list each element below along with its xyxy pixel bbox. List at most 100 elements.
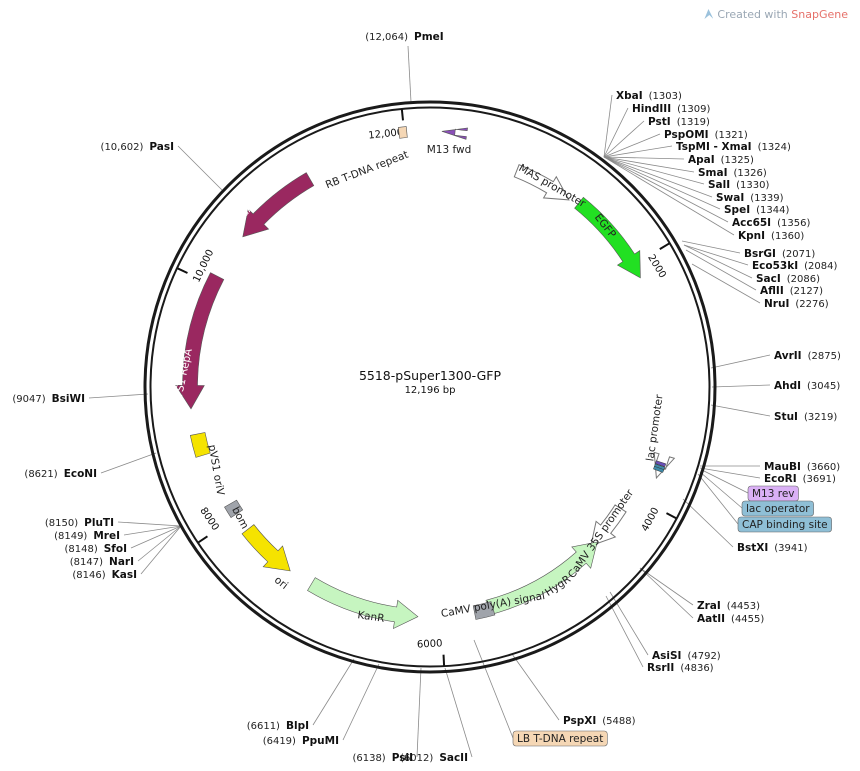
site-position: (8149) bbox=[54, 531, 87, 542]
site-leader-line bbox=[117, 521, 182, 527]
site-sfoi[interactable]: SfoI (8148) bbox=[64, 543, 127, 555]
site-position: (6611) bbox=[247, 721, 280, 732]
site-bsrgi[interactable]: BsrGI(2071) bbox=[744, 248, 815, 260]
tag-box bbox=[737, 516, 832, 533]
pvs1-repa-feature[interactable] bbox=[175, 272, 225, 410]
site-avrii[interactable]: AvrII(2875) bbox=[774, 350, 841, 362]
tick-mark bbox=[400, 109, 404, 121]
site-nari[interactable]: NarI(8147) bbox=[70, 556, 134, 568]
credit-prefix: Created with bbox=[717, 8, 792, 21]
site-blpi[interactable]: BlpI(6611) bbox=[247, 720, 309, 732]
cap-binding-site-tag[interactable]: CAP binding site bbox=[737, 516, 832, 533]
site-pmei[interactable]: (12,064)PmeI bbox=[365, 31, 443, 43]
tag-leader-line bbox=[699, 471, 743, 509]
lb-t-dna-repeat-tag[interactable]: LB T-DNA repeat bbox=[512, 730, 608, 747]
site-econi[interactable]: EcoNI (8621) bbox=[24, 468, 97, 480]
tag-leader-line bbox=[697, 473, 739, 525]
snapgene-credit: Created with SnapGene bbox=[704, 8, 848, 21]
site-kasi[interactable]: KasI(8146) bbox=[72, 569, 137, 581]
site-tspmi-xmai[interactable]: TspMI - XmaI(1324) bbox=[676, 141, 791, 153]
site-smai[interactable]: SmaI(1326) bbox=[698, 167, 767, 179]
site-leader-line bbox=[416, 667, 422, 758]
site-pluti[interactable]: PluTI(8150) bbox=[45, 517, 114, 529]
site-aatii[interactable]: AatII(4455) bbox=[697, 613, 764, 625]
site-eco53ki[interactable]: Eco53kI(2084) bbox=[752, 260, 837, 272]
site-name: PpuMI bbox=[302, 735, 339, 747]
site-nrui[interactable]: NruI(2276) bbox=[764, 298, 829, 310]
site-name: PspXI bbox=[563, 715, 596, 727]
site-pspxi[interactable]: PspXI(5488) bbox=[563, 715, 636, 727]
site-position: (1319) bbox=[677, 117, 710, 128]
plasmid-size: 12,196 bp bbox=[405, 385, 456, 396]
site-rsrii[interactable]: RsrII(4836) bbox=[647, 662, 714, 674]
site-name: HindIII bbox=[632, 103, 671, 115]
site-psti[interactable]: PstI(1319) bbox=[648, 116, 710, 128]
site-psii[interactable]: PsiI(6138) bbox=[352, 752, 413, 764]
camv-35s-promoter-label: CaMV 35S promoter bbox=[566, 487, 637, 581]
site-pasi[interactable]: PasI(10,602) bbox=[101, 141, 174, 153]
site-sacii[interactable]: SacII(6012) bbox=[400, 752, 468, 764]
site-position: (1330) bbox=[736, 180, 769, 191]
site-mrei[interactable]: MreI (8149) bbox=[54, 530, 120, 542]
rb-t-dna-repeat-feature[interactable] bbox=[397, 126, 408, 139]
site-position: (1339) bbox=[750, 193, 783, 204]
site-name: EcoNI bbox=[64, 468, 97, 480]
site-zrai[interactable]: ZraI(4453) bbox=[697, 600, 760, 612]
site-saci[interactable]: SacI(2086) bbox=[756, 273, 820, 285]
site-pspomi[interactable]: PspOMI(1321) bbox=[664, 129, 748, 141]
site-acc65i[interactable]: Acc65I(1356) bbox=[732, 217, 810, 229]
hygr-feature[interactable] bbox=[485, 541, 598, 616]
site-name: SacI bbox=[756, 273, 781, 285]
site-name: NarI bbox=[109, 556, 134, 568]
site-maubi[interactable]: MauBI(3660) bbox=[764, 461, 840, 473]
site-leader-line bbox=[603, 156, 729, 223]
site-leader-line bbox=[603, 156, 695, 173]
site-name: MreI bbox=[93, 530, 120, 542]
site-ahdi[interactable]: AhdI(3045) bbox=[774, 380, 840, 392]
site-leader-line bbox=[682, 498, 734, 548]
site-sali[interactable]: SalI(1330) bbox=[708, 179, 770, 191]
site-name: AatII bbox=[697, 613, 725, 625]
site-xbai[interactable]: XbaI(1303) bbox=[616, 90, 682, 102]
site-stui[interactable]: StuI(3219) bbox=[774, 411, 837, 423]
site-name: ZraI bbox=[697, 600, 721, 612]
site-aflii[interactable]: AflII(2127) bbox=[760, 285, 823, 297]
site-position: (8621) bbox=[24, 469, 57, 480]
site-hindiii[interactable]: HindIII(1309) bbox=[632, 103, 710, 115]
m13-fwd-feature[interactable] bbox=[441, 127, 468, 140]
mas-promoter-feature[interactable] bbox=[513, 164, 570, 201]
site-position: (1324) bbox=[758, 142, 791, 153]
site-name: SwaI bbox=[716, 192, 744, 204]
site-bstxi[interactable]: BstXI(3941) bbox=[737, 542, 808, 554]
pvs1-oriv-feature[interactable] bbox=[189, 432, 211, 458]
site-leader-lines bbox=[88, 45, 771, 758]
m13-rev-tag[interactable]: M13 rev bbox=[747, 485, 799, 502]
site-ecori[interactable]: EcoRI(3691) bbox=[764, 473, 836, 485]
site-position: (8148) bbox=[64, 544, 97, 555]
site-kpni[interactable]: KpnI(1360) bbox=[738, 230, 804, 242]
ori-feature[interactable] bbox=[241, 524, 291, 572]
camv-35s-promoter-feature[interactable] bbox=[590, 504, 627, 547]
site-bsiwi[interactable]: BsiWI(9047) bbox=[12, 393, 85, 405]
site-spei[interactable]: SpeI(1344) bbox=[724, 204, 789, 216]
site-leader-line bbox=[691, 263, 761, 304]
site-name: BsiWI bbox=[52, 393, 85, 405]
site-ppumi[interactable]: PpuMI(6419) bbox=[263, 735, 339, 747]
snapgene-logo-icon bbox=[704, 9, 714, 19]
pvs1-staa-feature[interactable] bbox=[242, 172, 315, 238]
bom-feature[interactable] bbox=[224, 499, 244, 519]
site-position: (3045) bbox=[807, 381, 840, 392]
site-asisi[interactable]: AsiSI(4792) bbox=[652, 650, 721, 662]
site-leader-line bbox=[639, 567, 694, 606]
kanr-feature[interactable] bbox=[307, 577, 419, 630]
site-swai[interactable]: SwaI (1339) bbox=[716, 192, 784, 204]
site-name: SfoI bbox=[104, 543, 127, 555]
site-leader-line bbox=[137, 525, 182, 562]
site-position: (3941) bbox=[774, 543, 807, 554]
tick-label: 12,000 bbox=[368, 127, 404, 141]
site-leader-line bbox=[130, 525, 182, 549]
site-apai[interactable]: ApaI(1325) bbox=[688, 154, 754, 166]
lac-operator-tag[interactable]: lac operator bbox=[741, 500, 814, 517]
egfp-feature[interactable] bbox=[574, 196, 641, 279]
camv-poly-a-signal-feature[interactable] bbox=[472, 601, 496, 620]
